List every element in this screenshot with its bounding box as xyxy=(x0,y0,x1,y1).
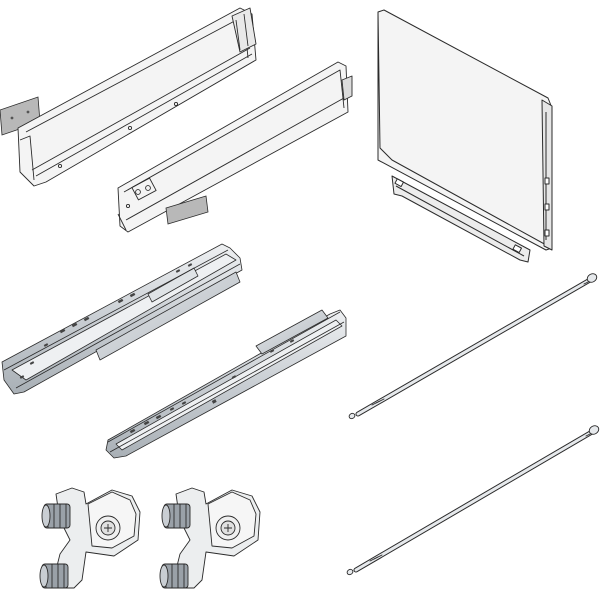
gallery-rod-upper-icon xyxy=(348,273,598,420)
gray-label-plate-icon xyxy=(165,195,209,225)
runner-right-icon xyxy=(105,309,347,459)
locking-device-left-icon xyxy=(39,487,141,589)
gallery-rod-lower-icon xyxy=(346,425,600,576)
side-panel-right-icon xyxy=(117,61,353,233)
back-panel-icon xyxy=(377,9,553,263)
locking-device-right-icon xyxy=(159,487,261,589)
side-panel-left-icon xyxy=(17,7,257,187)
runner-left-icon xyxy=(1,243,243,395)
